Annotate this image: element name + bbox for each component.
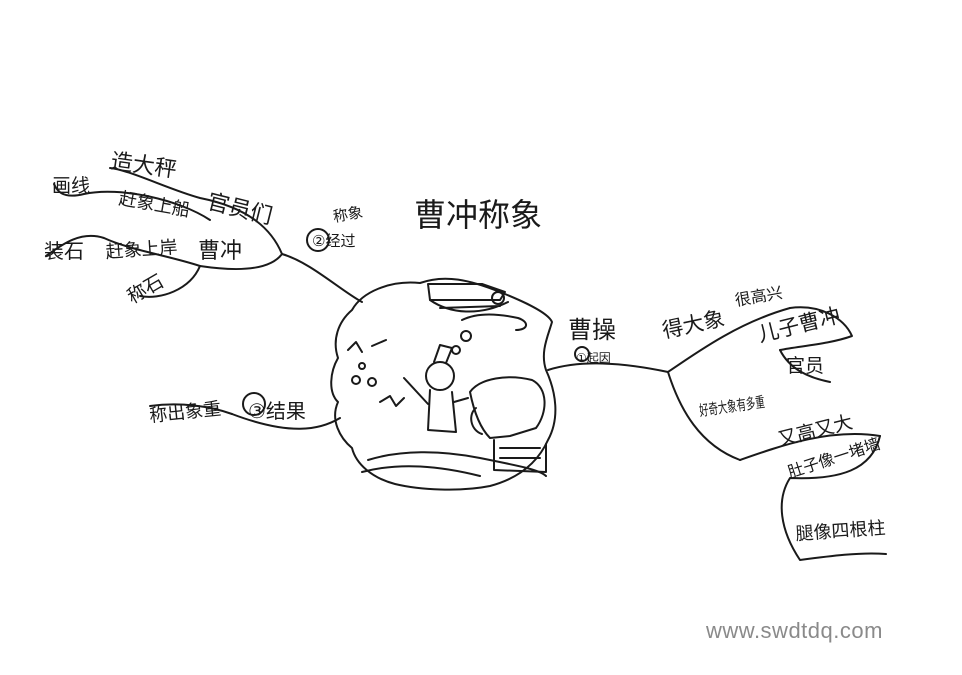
elephant-trunk <box>470 407 483 435</box>
branch-jieguo-lines <box>149 403 341 430</box>
boat-roof <box>427 283 506 301</box>
qiyin-guan-yuan: 官员 <box>786 355 824 377</box>
jieguo-main-label: 称出象重 <box>148 399 222 427</box>
jingguo-gan-xiang-shang-an: 赶象上岸 <box>105 237 178 263</box>
river-lines <box>361 451 547 477</box>
jingguo-hua-xian: 画线 <box>52 175 90 197</box>
dot-mark-3 <box>358 362 366 370</box>
boy-hat <box>433 344 453 364</box>
qiyin-hen-gao-xing: 很高兴 <box>733 283 784 310</box>
thought-bubble-small <box>451 345 461 355</box>
jieguo-number-label: ③结果 <box>248 399 306 423</box>
jingguo-cheng-shi: 称石 <box>124 270 168 308</box>
qiyin-er-zi: 儿子曹冲 <box>755 303 842 347</box>
central-blob-outline <box>330 277 557 491</box>
scribble-marks <box>347 339 405 407</box>
elephant-head <box>469 376 546 439</box>
jingguo-gan-xiang-shang-chuan: 赶象上船 <box>117 188 192 221</box>
number-circle-3 <box>242 392 266 416</box>
boy-body <box>403 377 469 433</box>
central-illustration <box>330 277 557 491</box>
qiyin-hao-qi: 好奇大象有多重 <box>698 393 766 420</box>
qiyin-tui: 腿像四根柱 <box>795 518 886 545</box>
watermark-text: www.swdtdq.com <box>706 618 883 643</box>
boat-hull <box>429 299 509 313</box>
dot-mark-1 <box>351 375 361 385</box>
boat-round-icon <box>491 291 505 305</box>
thought-bubble-medium <box>460 330 472 342</box>
number-circle-1 <box>574 346 590 362</box>
jingguo-center-label: 曹冲 <box>198 239 242 264</box>
number-circle-2 <box>306 228 330 252</box>
branch-jingguo-lines <box>45 167 363 303</box>
jingguo-guan-yuan-men: 官员们 <box>205 190 275 230</box>
jingguo-number-label: ②经过 <box>312 232 355 250</box>
boy-head <box>425 361 455 391</box>
jingguo-zhuang-shi: 装石 <box>44 239 84 263</box>
elephant-body <box>493 439 547 473</box>
branch-qiyin-lines <box>547 306 887 561</box>
jingguo-main-label: 称象 <box>332 203 365 226</box>
qiyin-number-label: ①起因 <box>576 351 611 365</box>
qiyin-de-da-xiang: 得大象 <box>660 306 727 343</box>
jingguo-zao-da-cheng: 造大秤 <box>109 149 178 183</box>
map-title: 曹冲称象 <box>414 196 542 234</box>
dot-mark-2 <box>367 377 377 387</box>
water-wave <box>461 313 527 331</box>
qiyin-main-label: 曹操 <box>568 316 616 344</box>
